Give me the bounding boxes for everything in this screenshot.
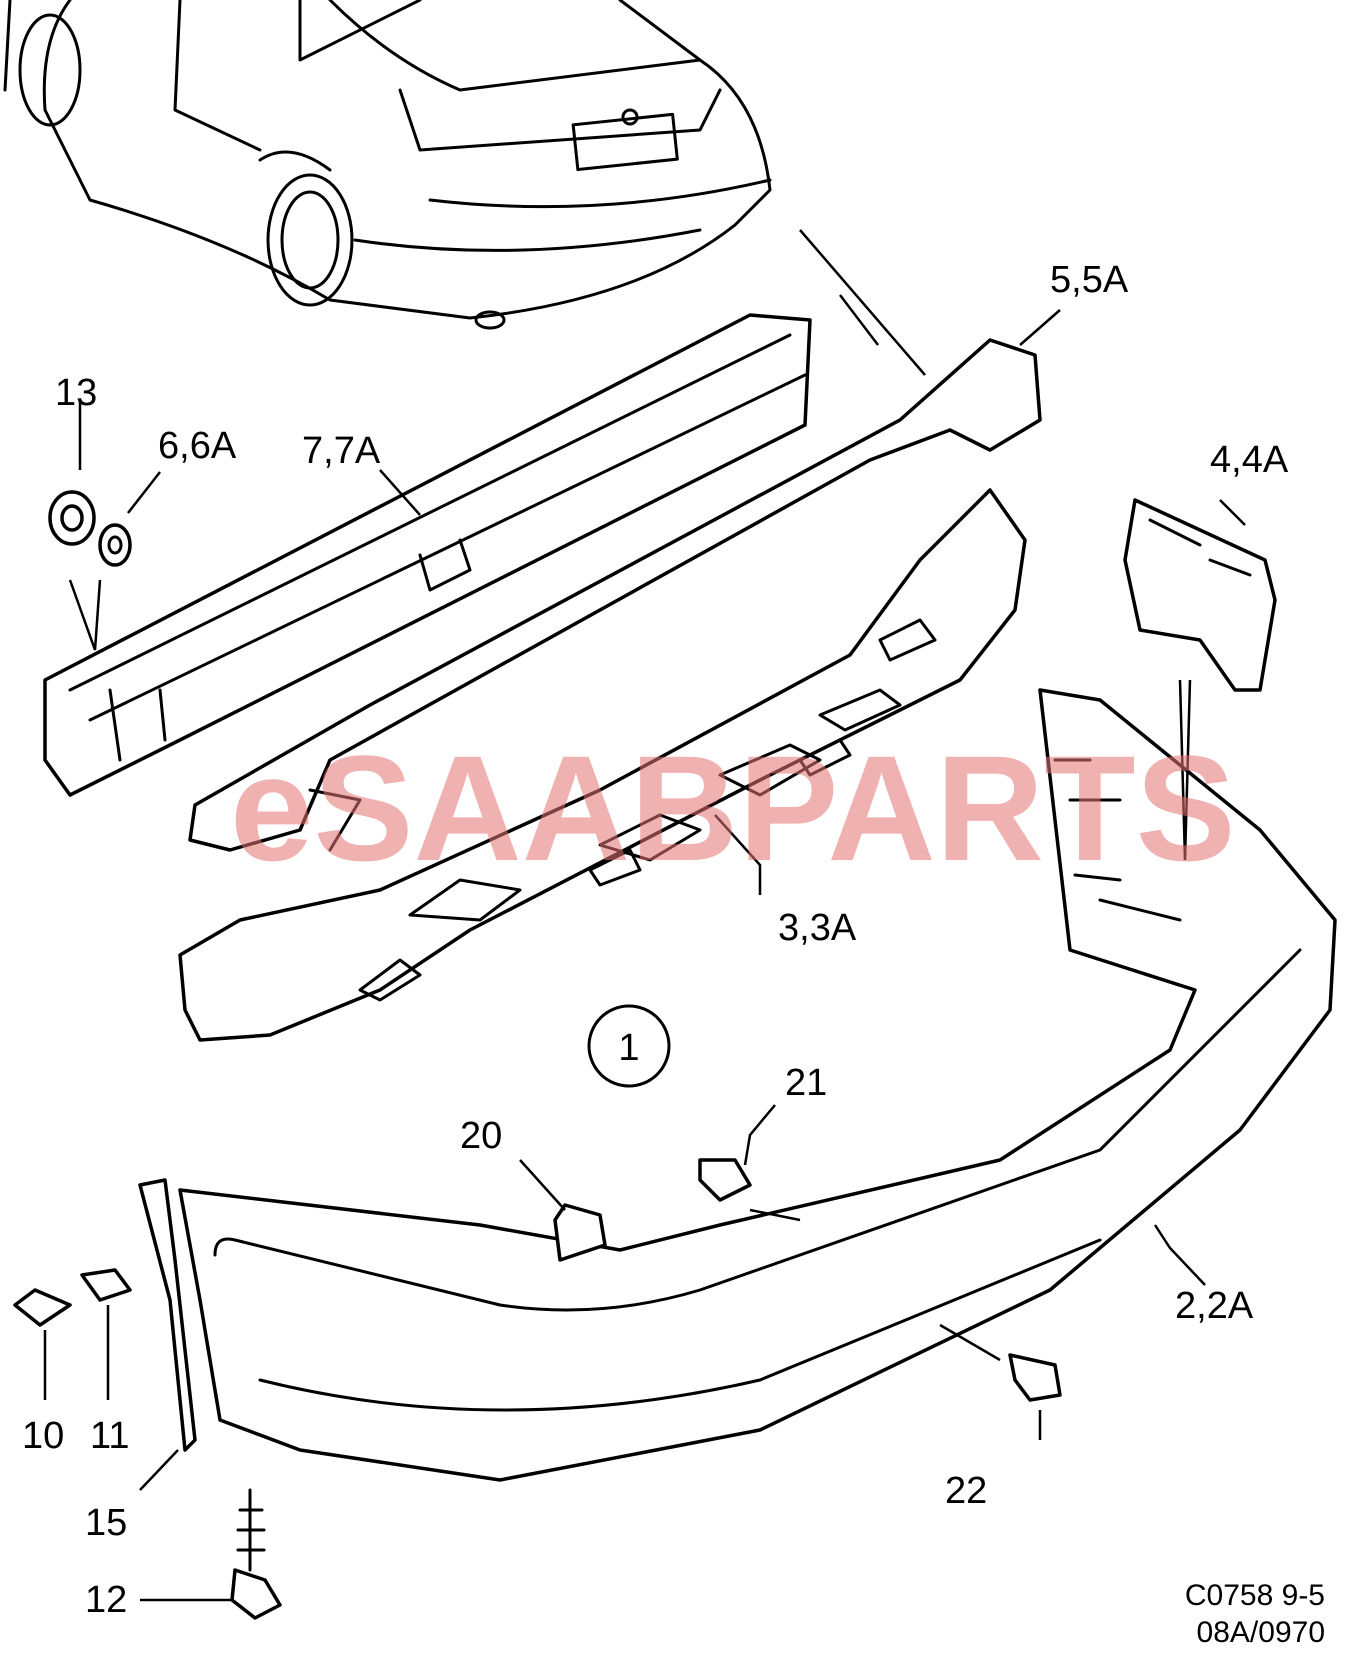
part-5-upper-absorber bbox=[188, 338, 1042, 852]
group-marker-number: 1 bbox=[618, 1027, 639, 1069]
car-rear-view bbox=[3, 0, 772, 330]
callout-15: 15 bbox=[85, 1502, 127, 1544]
group-marker: 1 bbox=[587, 1004, 671, 1088]
drawing-code: C0758 9-5 08A/0970 bbox=[1185, 1579, 1325, 1649]
callout-5: 5,5A bbox=[1050, 259, 1129, 301]
watermark-text: eSAABPARTS bbox=[230, 724, 1236, 892]
callout-21: 21 bbox=[785, 1062, 827, 1104]
callout-7: 7,7A bbox=[302, 430, 381, 472]
callout-12: 12 bbox=[85, 1579, 127, 1621]
callout-20: 20 bbox=[460, 1115, 502, 1157]
callout-4: 4,4A bbox=[1210, 439, 1289, 481]
leader-lines bbox=[43, 229, 1246, 1602]
callout-22: 22 bbox=[945, 1470, 987, 1512]
hardware-parts bbox=[13, 490, 1062, 1620]
callout-13: 13 bbox=[55, 372, 97, 414]
part-7-reinforcement-beam bbox=[43, 313, 812, 797]
part-15-side-strip bbox=[138, 1178, 197, 1452]
callout-3: 3,3A bbox=[778, 907, 857, 949]
callout-11: 11 bbox=[90, 1415, 129, 1457]
drawing-code-line-1: C0758 9-5 bbox=[1185, 1579, 1325, 1612]
part-4-plate bbox=[1123, 498, 1277, 692]
callout-2: 2,2A bbox=[1175, 1285, 1254, 1327]
callout-labels: 5,5A 13 6,6A 7,7A 4,4A 3,3A 21 20 2,2A 1… bbox=[22, 259, 1289, 1621]
drawing-code-line-2: 08A/0970 bbox=[1197, 1616, 1325, 1649]
part-3-lower-absorber bbox=[178, 488, 1027, 1042]
callout-10: 10 bbox=[22, 1415, 64, 1457]
part-2-bumper-cover bbox=[178, 688, 1337, 1482]
callout-6: 6,6A bbox=[158, 425, 237, 467]
